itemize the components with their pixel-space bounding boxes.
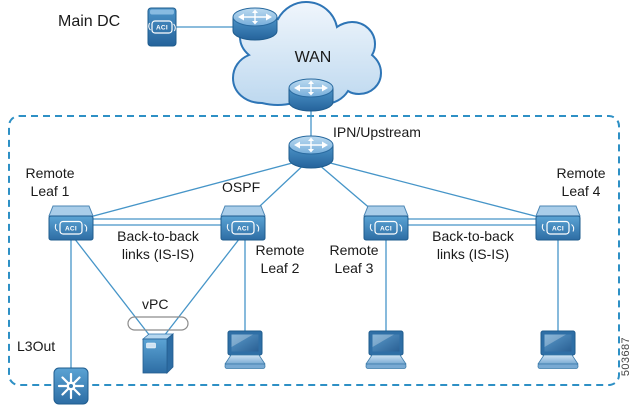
vpc-label: vPC	[142, 296, 169, 312]
wan-label: WAN	[294, 49, 332, 66]
label-line: links (IS-IS)	[436, 246, 510, 262]
aci-emblem-text: ACI	[65, 226, 77, 233]
remote-site-boundary	[8, 115, 620, 386]
server-icon	[141, 333, 175, 374]
aci-emblem: ACI	[369, 220, 403, 235]
l3out-label: L3Out	[17, 338, 56, 354]
label-line: Back-to-back	[432, 228, 514, 244]
remote-leaf-4-label: Remote Leaf 4	[548, 164, 614, 200]
ospf-label: OSPF	[222, 179, 261, 195]
label-line: links (IS-IS)	[121, 246, 195, 262]
label-line: Leaf 4	[561, 183, 601, 199]
laptop-icon-2	[365, 330, 407, 369]
label-line: Remote	[329, 242, 379, 258]
leaf-switch-icon-4: ACI	[535, 205, 581, 241]
router-arrows	[294, 80, 328, 96]
remote-leaf-3-label: Remote Leaf 3	[318, 241, 390, 277]
label-line: Leaf 2	[260, 260, 300, 276]
label-line: Leaf 3	[334, 260, 374, 276]
remote-leaf-1-label: Remote Leaf 1	[12, 164, 88, 200]
aci-emblem: ACI	[226, 220, 260, 235]
aci-emblem: ACI	[541, 220, 575, 235]
vpc-ellipse	[127, 316, 189, 331]
leaf-switch-icon-2: ACI	[220, 205, 266, 241]
figure-number: 503687	[620, 337, 632, 377]
aci-emblem: ACI	[54, 220, 88, 235]
back-to-back-links-right-label: Back-to-back links (IS-IS)	[419, 227, 527, 263]
leaf-switch-icon-3: ACI	[363, 205, 409, 241]
router-icon-wan-bottom	[288, 78, 334, 112]
aci-emblem: ACI	[148, 20, 176, 34]
ipn-upstream-label: IPN/Upstream	[333, 124, 421, 140]
link-line	[310, 157, 559, 223]
label-line: Remote	[255, 242, 305, 258]
router-arrows	[238, 9, 272, 25]
leaf-switch-icon-1: ACI	[48, 205, 94, 241]
vpc-link-line	[73, 237, 158, 346]
remote-leaf-2-label: Remote Leaf 2	[244, 241, 316, 277]
main-dc-label: Main DC	[58, 13, 121, 30]
router-icon-wan-edge	[232, 7, 278, 41]
l3out-switch-icon	[53, 367, 89, 405]
aci-emblem-text: ACI	[380, 226, 392, 233]
label-line: Leaf 1	[30, 183, 70, 199]
label-line: Back-to-back	[117, 228, 199, 244]
label-line: Remote	[556, 165, 606, 181]
laptop-icon-1	[224, 330, 266, 369]
link-line	[70, 157, 312, 223]
vpc-link-line	[156, 237, 241, 346]
aci-emblem-text: ACI	[552, 226, 564, 233]
router-arrows	[294, 137, 328, 153]
aci-emblem-text: ACI	[237, 226, 249, 233]
aci-pod-icon: ACI	[147, 7, 177, 47]
link-lines	[70, 26, 559, 386]
label-line: Remote	[25, 165, 75, 181]
laptop-icon-3	[537, 330, 579, 369]
back-to-back-links-left-label: Back-to-back links (IS-IS)	[104, 227, 212, 263]
router-icon-ipn	[288, 135, 334, 169]
aci-emblem-text: ACI	[156, 25, 168, 32]
